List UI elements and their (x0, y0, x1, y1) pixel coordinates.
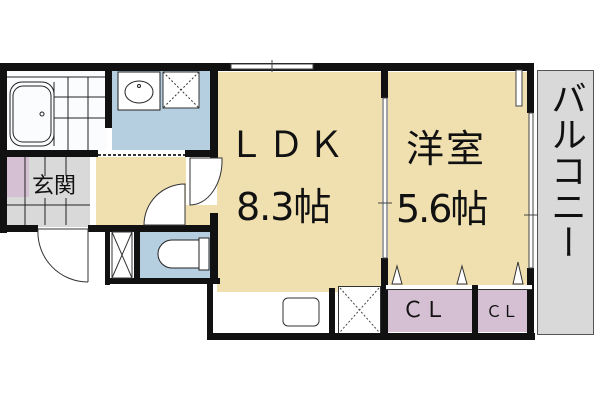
wall-entrance-bottom2 (88, 225, 218, 232)
bathroom (7, 70, 107, 150)
closet-door-markers (391, 261, 524, 285)
kitchen-counter (224, 292, 328, 334)
western-room-size: 5.6帖 (396, 187, 488, 231)
wall-toilet-left (134, 230, 140, 282)
wall-storage-left (105, 230, 110, 285)
washing-machine-icon (162, 71, 200, 109)
closet-large (388, 290, 472, 332)
shoe-cabinet (7, 157, 29, 197)
wall-right-lower (527, 268, 534, 340)
wall-right-upper (527, 63, 534, 113)
wall-toilet-right (210, 213, 218, 283)
closet-large-label: ＣＬ (402, 298, 447, 323)
western-room (388, 72, 531, 287)
wall-entrance-bottom (0, 225, 38, 232)
ldk-door-icon (189, 157, 223, 206)
wall-bottom (207, 333, 535, 340)
entrance-doorstep (90, 157, 96, 225)
wall-storage-bottom (105, 278, 220, 284)
sink-icon (117, 71, 161, 111)
wall-bath-bottom (0, 150, 98, 157)
wall-kitchen-left (207, 283, 213, 338)
wall-left (0, 63, 7, 233)
closet-small (478, 290, 530, 332)
wall-middle (381, 63, 388, 98)
entrance-label: 玄関 (32, 174, 77, 199)
toilet-icon (157, 237, 210, 271)
fridge-icon (339, 287, 380, 333)
windows (230, 60, 538, 269)
ldk-name: ＬＤＫ (228, 125, 349, 166)
hall-door-icon (143, 183, 186, 226)
storage-icon (111, 231, 133, 279)
kitchen-sink-icon (282, 297, 320, 327)
wall-wash-right (210, 63, 218, 158)
wall-closet-top (386, 285, 532, 290)
bathtub-icon (7, 76, 105, 150)
wall-bath-wash (105, 63, 112, 128)
wall-fridge-divider (329, 288, 335, 336)
wall-closet-divider (472, 285, 478, 335)
ldk-size: 8.3帖 (236, 185, 331, 229)
western-room-name: 洋室 (406, 127, 487, 171)
wall-ldk-left-upper (210, 150, 218, 160)
closet-small-label: ＣＬ (486, 302, 519, 321)
balcony-area (537, 70, 594, 335)
wall-middle-lower (381, 258, 388, 338)
ldk-room (217, 72, 382, 292)
entrance-door-icon (37, 228, 89, 283)
wall-wash-bottom (185, 150, 215, 157)
balcony-label: バルコニー (545, 80, 586, 260)
